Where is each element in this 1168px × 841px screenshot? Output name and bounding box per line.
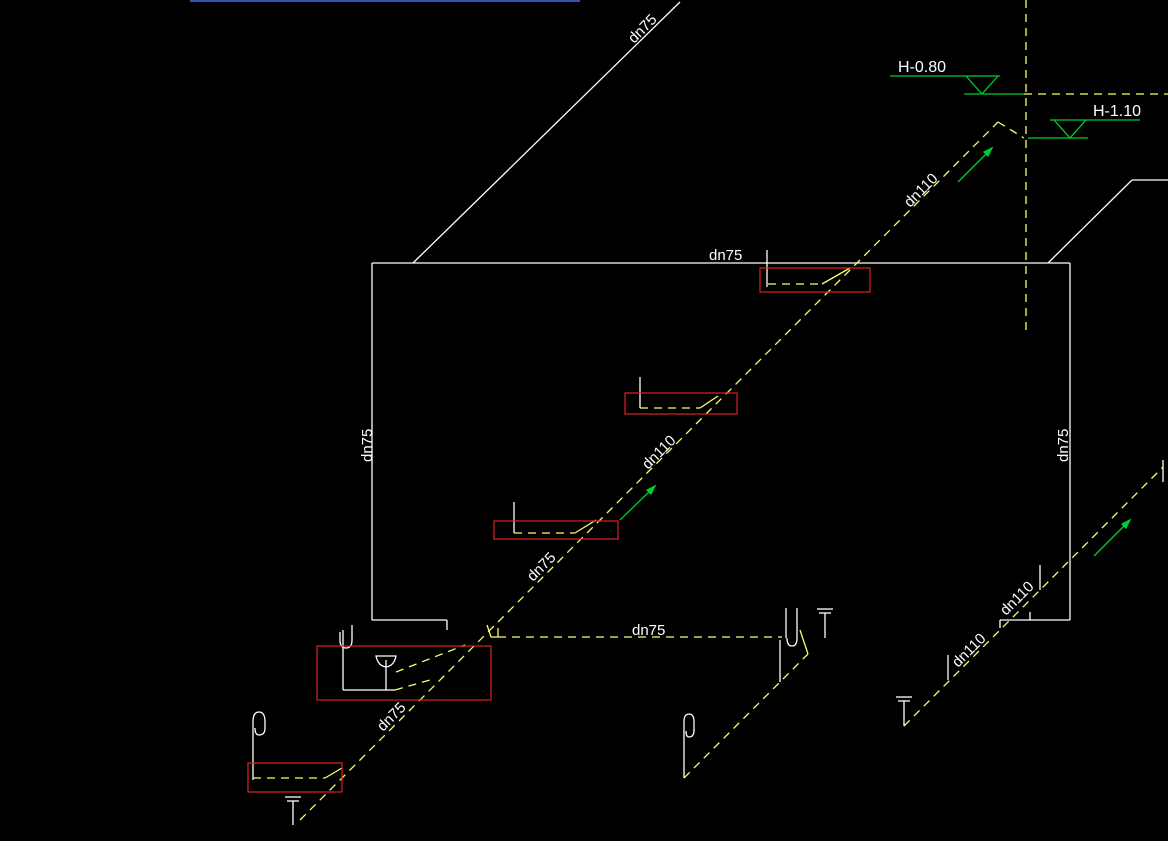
bend-2: [699, 395, 719, 409]
fixture-branch-4: [394, 679, 431, 691]
solid-yellow-bends: [324, 267, 851, 779]
fixture-mid-trap-b: [683, 713, 695, 778]
flow-arrow-right-head: [1120, 518, 1132, 530]
label-level-a: H-0.80: [898, 59, 946, 76]
level-label-group: H-0.80 H-1.10: [898, 59, 1141, 120]
pipe-dn110-main-diagonal: [299, 121, 999, 821]
pipe-main-top-bend: [997, 121, 1025, 139]
pipe-right-top-diagonal: [1047, 179, 1133, 264]
pipe-dn75-top-diagonal: [412, 1, 681, 264]
highlight-boxes: [247, 267, 871, 793]
highlight-box-1[interactable]: [759, 267, 871, 293]
floor-drain-branch: [395, 644, 466, 673]
label-dn75-left-vertical: dn75: [359, 429, 376, 462]
bend-3: [574, 519, 597, 534]
highlight-box-4[interactable]: [316, 645, 492, 701]
level-markers: [890, 75, 1140, 139]
highlight-box-2[interactable]: [624, 392, 738, 415]
dashed-pipes: [253, 0, 1168, 821]
bend-mid-branch: [799, 629, 809, 655]
top-strip-bar: [190, 0, 580, 2]
floor-drain-bowl: [375, 655, 397, 668]
pipe-mid-branch-diagonal: [683, 653, 809, 779]
flow-arrow-upper-head: [982, 146, 994, 158]
label-dn75-top-horizontal: dn75: [709, 247, 742, 264]
bend-bottom: [324, 767, 343, 779]
label-dn75-right-vertical: dn75: [1055, 429, 1072, 462]
bend-1: [821, 267, 851, 285]
solid-pipes: [252, 1, 1168, 825]
label-level-b: H-1.10: [1093, 103, 1141, 120]
flow-arrows: [619, 146, 1132, 557]
fixture-trap-bottom-left: [252, 711, 266, 780]
label-dn75-bottom-horizontal: dn75: [632, 622, 665, 639]
bend-bottom-horizontal-start: [486, 624, 499, 638]
highlight-box-3[interactable]: [493, 520, 619, 540]
fixture-mid-trap-a: [786, 608, 798, 647]
fixture-trap-left: [339, 625, 353, 690]
pipe-right-branch-diagonal: [903, 466, 1164, 727]
highlight-box-5[interactable]: [247, 762, 343, 793]
flow-arrow-middle-head: [645, 484, 657, 496]
